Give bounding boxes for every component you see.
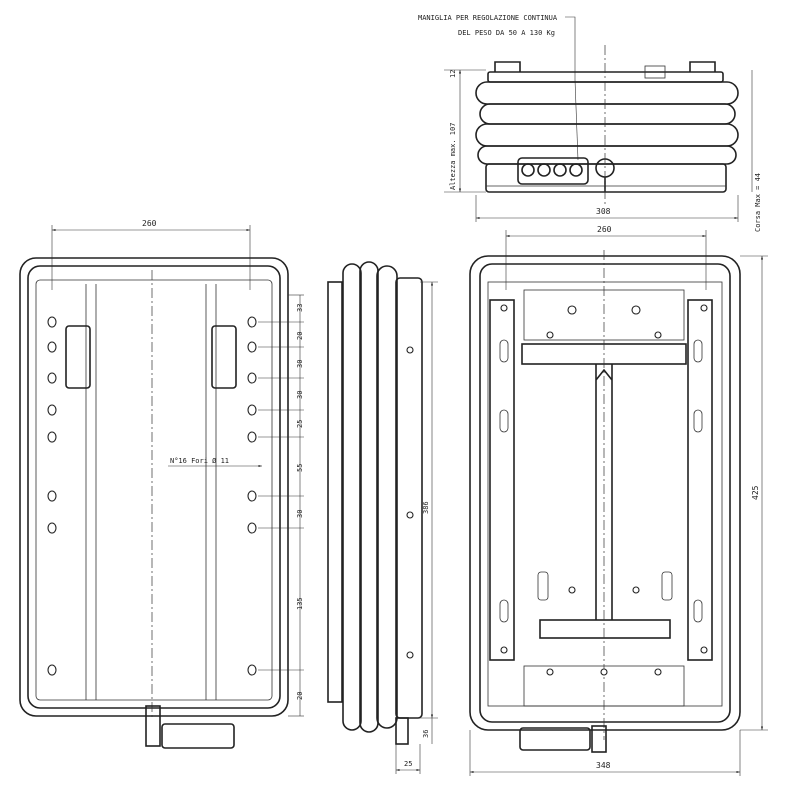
note-leader-2 — [574, 79, 579, 161]
bottom-connector — [145, 705, 161, 747]
rail-slot — [499, 599, 509, 623]
top-handle-left — [494, 61, 521, 72]
base-frame — [487, 281, 723, 707]
holes-left-column — [47, 316, 57, 676]
bellows-fold-3 — [475, 123, 739, 147]
cross-bar-bottom — [539, 619, 671, 639]
base-inner — [479, 263, 731, 723]
dim-25: 25 — [296, 420, 304, 428]
side-connector — [395, 717, 409, 745]
dim-55: 55 — [296, 464, 304, 472]
dim-308-label: 308 — [596, 207, 611, 216]
slot-right — [211, 325, 237, 389]
holes-label: N°16 Fori Ø 11 — [170, 457, 229, 465]
frame-outer — [19, 257, 289, 717]
height-label: Altezza max. 107 — [449, 123, 457, 190]
bellows-fold-1 — [475, 81, 739, 105]
top-view: MANIGLIA PER REGOLAZIONE CONTINUA DEL PE… — [418, 14, 762, 232]
side-fold-2 — [359, 261, 379, 733]
rail-right — [687, 299, 713, 661]
side-view: 386 36 25 — [327, 261, 438, 774]
base-plate — [485, 163, 727, 193]
dim-386-label: 386 — [422, 501, 430, 514]
side-hole — [406, 346, 414, 354]
frame-inner — [27, 265, 281, 709]
rail-slot — [499, 409, 509, 433]
lower-slot — [661, 571, 673, 601]
central-beam — [595, 364, 613, 620]
dim-260-left-label: 260 — [142, 219, 157, 228]
slot-left — [65, 325, 91, 389]
side-base — [395, 277, 423, 719]
rail-left — [489, 299, 515, 661]
bottom-knob — [161, 723, 235, 749]
weight-adjust-knob — [517, 157, 615, 192]
chain-ticks — [258, 294, 304, 717]
dim-20-b: 20 — [296, 692, 304, 700]
dim-25-label: 25 — [404, 760, 412, 768]
dim-20-a: 20 — [296, 332, 304, 340]
dim-30-c: 30 — [296, 510, 304, 518]
lower-slot — [537, 571, 549, 601]
dim-30-b: 30 — [296, 391, 304, 399]
dim-33: 33 — [296, 304, 304, 312]
side-hole — [406, 651, 414, 659]
bellows-fold-2 — [479, 103, 736, 125]
rail-slot — [693, 339, 703, 363]
rail-slot — [693, 409, 703, 433]
dim-260-right-label: 260 — [597, 225, 612, 234]
dim-36-label: 36 — [422, 730, 430, 738]
bellows-fold-4 — [477, 145, 737, 165]
left-view: 260 — [19, 219, 304, 749]
rail-slot — [499, 339, 509, 363]
top-plate — [487, 71, 724, 83]
side-fold-3 — [376, 265, 398, 729]
logo-box — [644, 65, 666, 79]
holes-right-column — [247, 316, 257, 676]
base-knob — [519, 727, 591, 751]
rail-slot — [693, 599, 703, 623]
dim-425-label: 425 — [751, 485, 760, 500]
stroke-label: Corsa Max = 44 — [754, 173, 762, 232]
note-leader — [565, 16, 576, 80]
side-fold-1 — [342, 263, 362, 731]
dim-135: 135 — [296, 597, 304, 610]
note-line-2: DEL PESO DA 50 A 130 Kg — [458, 29, 555, 37]
dim-30-a: 30 — [296, 360, 304, 368]
base-outer — [469, 255, 741, 731]
side-plate — [327, 281, 343, 703]
base-connector — [591, 725, 607, 753]
dim-348-label: 348 — [596, 761, 611, 770]
note-line-1: MANIGLIA PER REGOLAZIONE CONTINUA — [418, 14, 558, 22]
frame-tray — [35, 279, 273, 701]
right-view: 260 — [469, 225, 768, 776]
base-holes — [500, 304, 708, 676]
top-handle-right — [689, 61, 716, 72]
dim-12: 12 — [449, 70, 457, 78]
side-hole — [406, 511, 414, 519]
